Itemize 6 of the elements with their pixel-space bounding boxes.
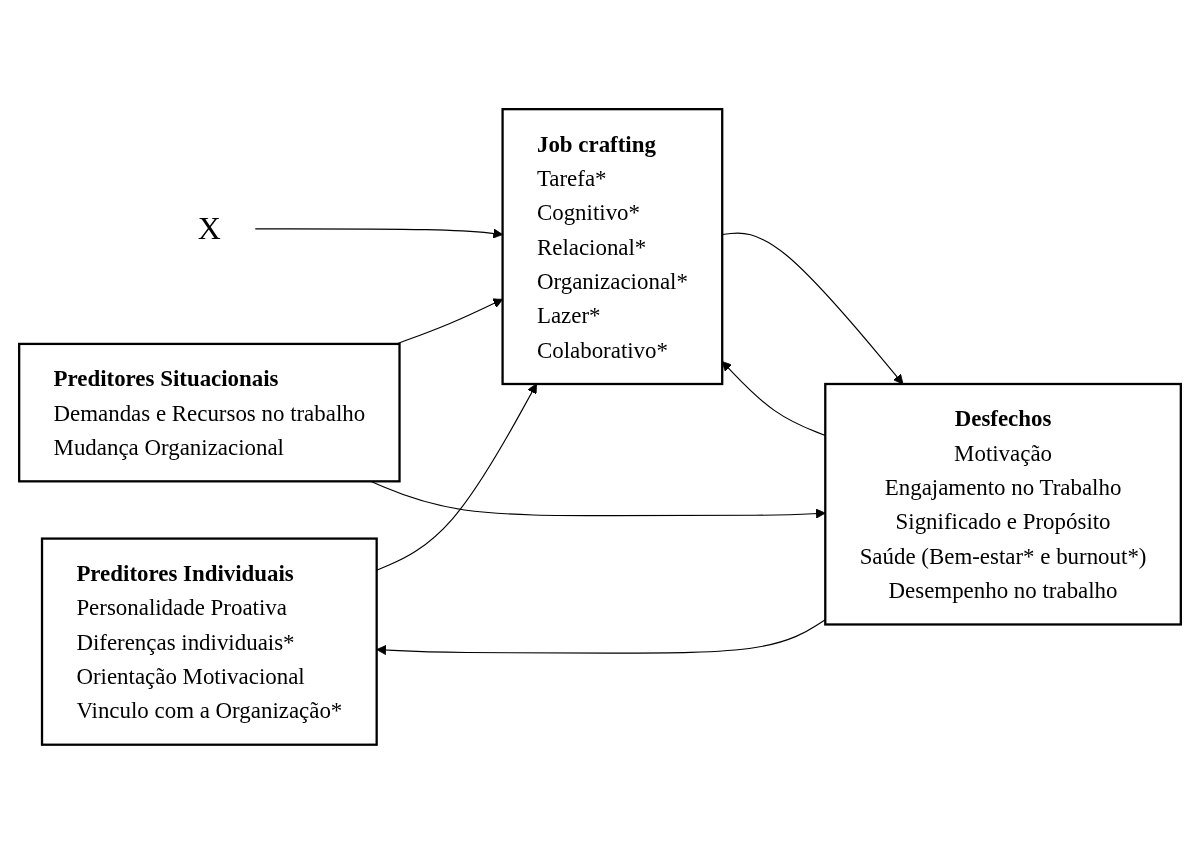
arrow — [376, 619, 826, 656]
node-box: Preditores Situacionais Demandas e Recursos no trabalho Mudança Organizacional — [18, 342, 401, 483]
node-text: X — [197, 210, 221, 247]
node-box: Preditores Individuais Personalidade Proativa Diferenças individuais* Orientação Motivacional Vinculo com a Organização* — [40, 537, 378, 746]
node-box: Job crafting Tarefa* Cognitivo* Relacional* Organizacional* Lazer* Colaborativo* — [501, 108, 724, 386]
node-box: Desfechos Motivação Engajamento no Trabalho Significado e Propósito Saúde (Bem-estar* e burnout*) Desempenho no trabalho — [824, 382, 1182, 626]
